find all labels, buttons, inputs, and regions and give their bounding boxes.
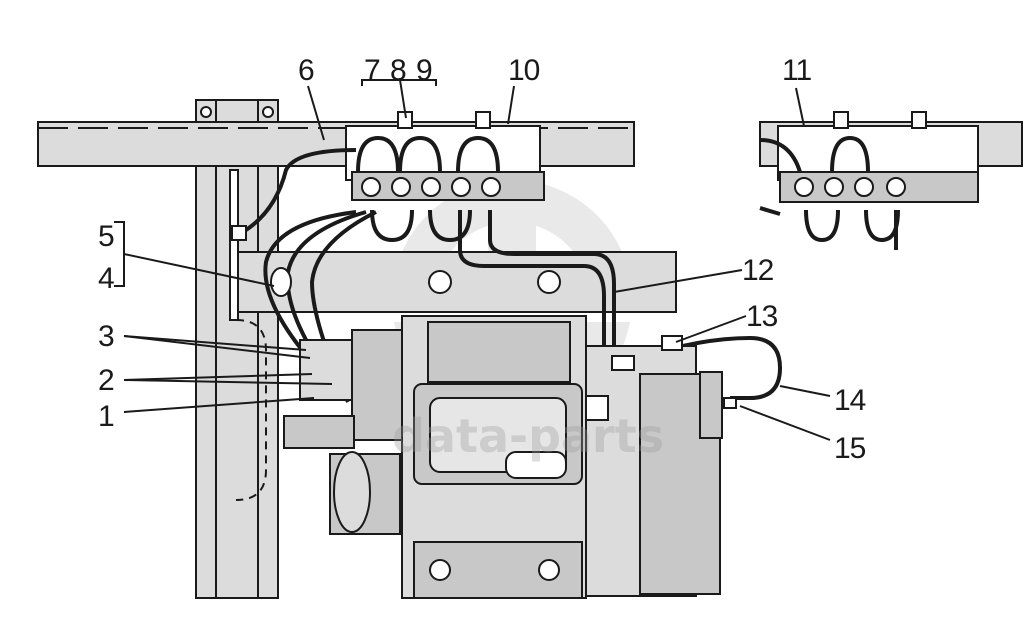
- mounting-bracket: [229, 169, 292, 321]
- inset-detail: [759, 111, 1023, 250]
- vertical-frame-member: [195, 99, 279, 599]
- gearbox: [283, 315, 737, 599]
- callout-10: 10: [508, 54, 540, 87]
- callout-13: 13: [746, 300, 778, 333]
- watermark-text: data-parts: [392, 409, 664, 463]
- callout-1: 1: [98, 400, 114, 433]
- callout-15: 15: [834, 432, 866, 465]
- callout-12: 12: [742, 254, 774, 287]
- callout-8: 8: [390, 54, 406, 87]
- callout-9: 9: [416, 54, 432, 87]
- callout-6: 6: [298, 54, 314, 87]
- callout-2: 2: [98, 364, 114, 397]
- callout-5: 5: [98, 220, 114, 253]
- top-frame-rail: [37, 121, 635, 167]
- callout-labels: 1 2 3 4 5 6 7 8 9 10 11 12 13 14 15: [98, 54, 867, 465]
- leader-lines: [114, 79, 831, 441]
- callout-3: 3: [98, 320, 114, 353]
- brake-lines: [232, 148, 783, 403]
- callout-14: 14: [834, 384, 866, 417]
- callout-11: 11: [782, 54, 811, 87]
- callout-7: 7: [364, 54, 380, 87]
- callout-4: 4: [98, 262, 114, 295]
- valve-block: [345, 111, 545, 243]
